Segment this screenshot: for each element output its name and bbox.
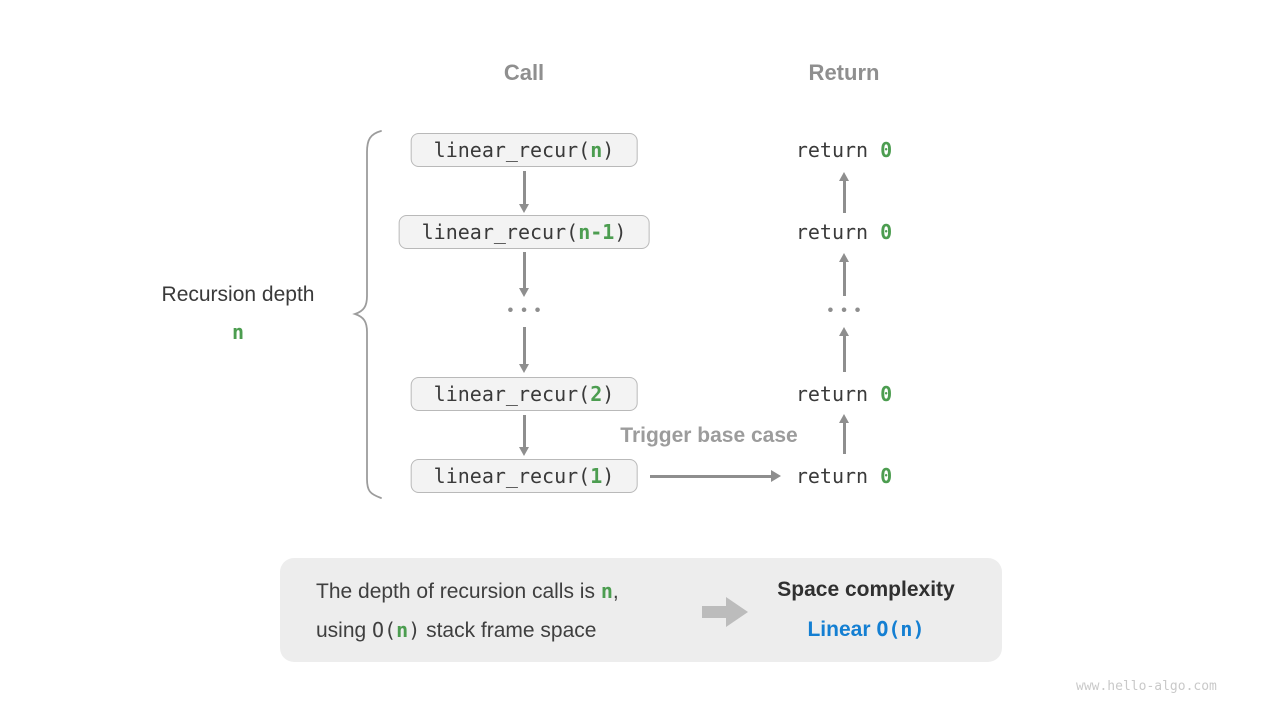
watermark: www.hello-algo.com xyxy=(1076,679,1217,694)
code-text: ) xyxy=(602,138,615,162)
implies-arrow-icon xyxy=(702,597,748,627)
summary-line-1: The depth of recursion calls is n, xyxy=(316,579,619,604)
call-box-1: linear_recur(1) xyxy=(410,459,638,493)
space-complexity-value: Linear O(n) xyxy=(807,617,924,642)
base-case-arrow xyxy=(650,470,781,481)
code-text: linear_recur( xyxy=(421,220,579,244)
down-arrow xyxy=(519,252,528,297)
code-text: linear_recur( xyxy=(433,138,591,162)
code-text: ) xyxy=(602,382,615,406)
code-text: linear_recur( xyxy=(433,464,591,488)
code-arg: n-1 xyxy=(578,220,615,244)
space-complexity-title: Space complexity xyxy=(777,578,955,601)
code-text: ) xyxy=(614,220,627,244)
summary-var: n xyxy=(396,618,409,642)
return-ellipsis: ••• xyxy=(827,302,869,319)
call-column-header: Call xyxy=(503,60,545,85)
up-arrow xyxy=(839,172,848,213)
summary-var: n xyxy=(600,579,613,603)
code-arg: n xyxy=(590,138,603,162)
return-row: return 0 xyxy=(796,133,892,167)
summary-text: , xyxy=(612,580,619,603)
code-text: return xyxy=(795,138,881,162)
complexity-word: Linear xyxy=(807,618,877,641)
call-box-n-1: linear_recur(n-1) xyxy=(398,215,650,249)
code-value: 0 xyxy=(880,138,893,162)
down-arrow xyxy=(519,327,528,373)
recursion-depth-variable: n xyxy=(231,320,245,344)
code-text: return xyxy=(795,220,881,244)
recursion-depth-label: Recursion depth xyxy=(161,283,315,306)
code-text: return xyxy=(795,464,881,488)
summary-text: using xyxy=(316,619,373,642)
down-arrow xyxy=(519,171,528,213)
summary-line-2: using O(n) stack frame space xyxy=(316,618,596,643)
trigger-base-case-label: Trigger base case xyxy=(620,424,798,447)
code-arg: 1 xyxy=(590,464,603,488)
complexity-code: O(n) xyxy=(876,617,925,641)
up-arrow xyxy=(839,414,848,454)
code-value: 0 xyxy=(880,382,893,406)
call-ellipsis: ••• xyxy=(507,302,549,319)
summary-panel: The depth of recursion calls is n, using… xyxy=(280,558,1002,662)
up-arrow xyxy=(839,253,848,296)
up-arrow xyxy=(839,327,848,372)
code-value: 0 xyxy=(880,220,893,244)
return-row: return 0 xyxy=(796,377,892,411)
return-row: return 0 xyxy=(796,459,892,493)
summary-text: stack frame space xyxy=(420,619,597,642)
code-text: return xyxy=(795,382,881,406)
code-text: ) xyxy=(602,464,615,488)
return-column-header: Return xyxy=(808,60,880,85)
call-box-2: linear_recur(2) xyxy=(410,377,638,411)
code-value: 0 xyxy=(880,464,893,488)
summary-text: The depth of recursion calls is xyxy=(316,580,601,603)
code-arg: 2 xyxy=(590,382,603,406)
code-text: linear_recur( xyxy=(433,382,591,406)
call-box-n: linear_recur(n) xyxy=(410,133,638,167)
return-row: return 0 xyxy=(796,215,892,249)
summary-code: O( xyxy=(372,618,397,642)
summary-code: ) xyxy=(408,618,421,642)
down-arrow xyxy=(519,415,528,456)
